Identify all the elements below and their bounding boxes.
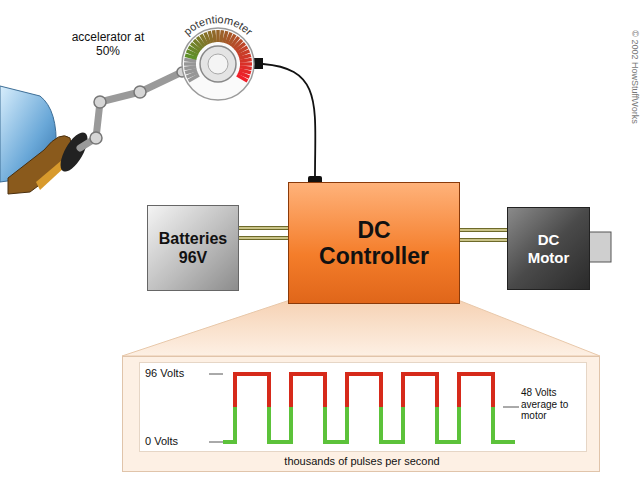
voltage-label: 0 Volts [145,435,178,447]
component-name: potentiometer [181,13,255,38]
waveform-panel: 96 Volts 0 Volts 48 Volts average to motor… [122,356,600,472]
dial-face [182,28,254,100]
axis-caption: thousands of pulses per second [123,455,601,467]
component-name: Batteries 96V [154,229,232,267]
wire [460,230,507,240]
callout-label: accelerator at 50% [58,30,158,59]
dial-outline: potentiometer [172,14,266,114]
wire [239,228,288,238]
dial-knob [200,46,236,82]
dial-text: potentiometer [181,13,255,38]
motor-shaft [589,232,611,262]
component-name: DC Motor [524,231,574,267]
linkage-joints [90,67,187,144]
pot-connector [254,58,263,69]
zoom-wedge [122,300,600,356]
controller-box: DC Controller [288,182,460,304]
component-name: DC Controller [319,217,429,270]
potentiometer-dial: potentiometer [172,14,266,114]
linkage [80,72,182,148]
average-note: 48 Volts average to motor [521,387,583,422]
dial-ticks [184,30,252,81]
motor-box: DC Motor [507,207,590,290]
watermark: © 2002 HowStuffWorks [630,2,640,152]
voltage-label: 96 Volts [145,367,184,379]
battery-box: Batteries 96V [147,205,239,291]
wire [263,64,315,176]
pedal [55,128,93,175]
